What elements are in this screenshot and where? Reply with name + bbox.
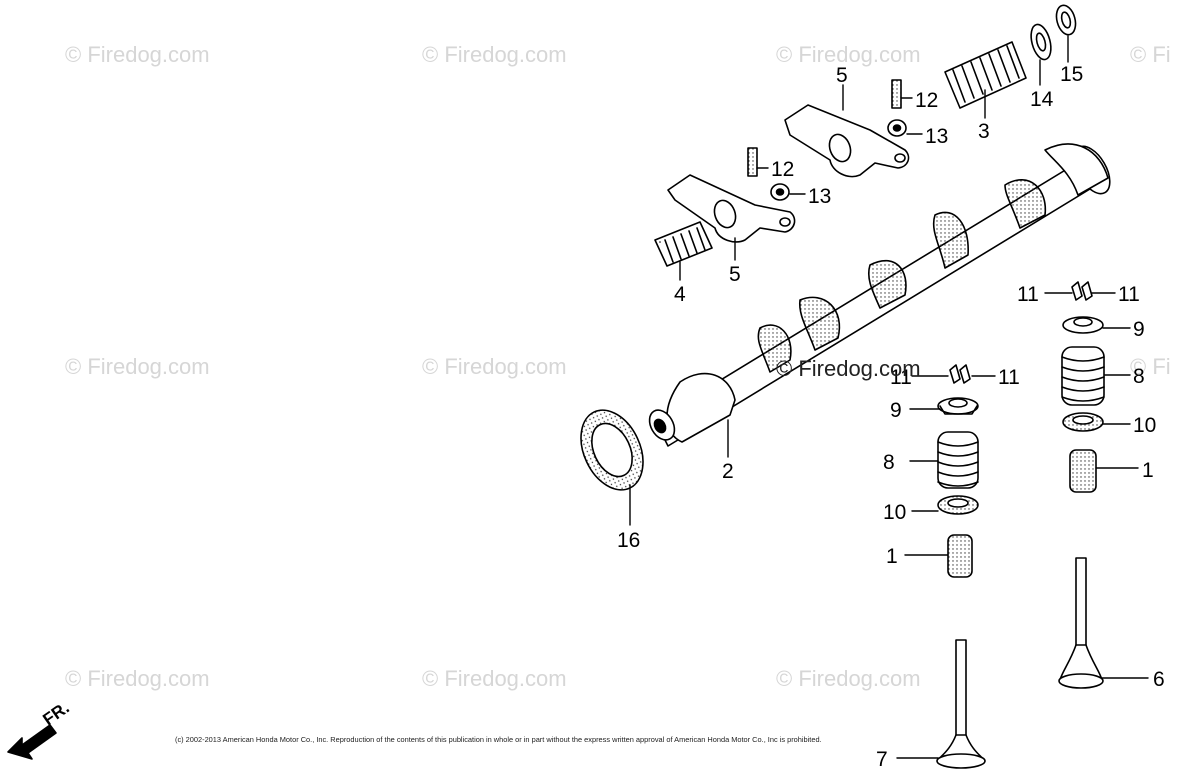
callout-9: 9 bbox=[890, 399, 902, 422]
copyright-notice: (c) 2002-2013 American Honda Motor Co., … bbox=[175, 735, 822, 744]
callout-11: 11 bbox=[1118, 283, 1140, 306]
callout-10: 10 bbox=[883, 501, 906, 524]
watermark: © Firedog.com bbox=[776, 666, 921, 691]
callout-2: 2 bbox=[722, 460, 734, 483]
washer bbox=[1030, 4, 1077, 61]
callout-5: 5 bbox=[729, 263, 741, 286]
watermark: © Fi bbox=[1130, 354, 1171, 379]
callout-10: 10 bbox=[1133, 414, 1156, 437]
callout-16: 16 bbox=[617, 529, 640, 552]
valve-spring-stack bbox=[1061, 281, 1105, 493]
callout-8: 8 bbox=[883, 451, 895, 474]
callout-13: 13 bbox=[925, 125, 948, 148]
front-label: FR. bbox=[39, 698, 72, 729]
rocker-spring bbox=[654, 221, 713, 267]
rocker-spring bbox=[944, 41, 1027, 109]
watermark-center: © Firedog.com bbox=[776, 356, 921, 381]
watermark: © Firedog.com bbox=[422, 666, 567, 691]
lock-nut bbox=[770, 119, 907, 201]
callout-11: 11 bbox=[890, 366, 912, 389]
rocker-arm bbox=[784, 104, 910, 178]
watermark: © Firedog.com bbox=[422, 354, 567, 379]
oil-seal bbox=[580, 409, 644, 491]
callout-11: 11 bbox=[1017, 283, 1039, 306]
callout-8: 8 bbox=[1133, 365, 1145, 388]
callouts: 16 2 4 5 5 12 13 12 13 3 14 15 11 11 9 8… bbox=[39, 63, 1164, 771]
watermark: © Firedog.com bbox=[65, 42, 210, 67]
callout-9: 9 bbox=[1133, 318, 1145, 341]
callout-12: 12 bbox=[915, 89, 938, 112]
watermark: © Firedog.com bbox=[422, 42, 567, 67]
valve bbox=[1058, 557, 1104, 689]
valve-spring-stack bbox=[937, 364, 979, 578]
callout-1: 1 bbox=[1142, 459, 1154, 482]
watermark: © Firedog.com bbox=[65, 666, 210, 691]
callout-11: 11 bbox=[998, 366, 1020, 389]
callout-15: 15 bbox=[1060, 63, 1083, 86]
callout-3: 3 bbox=[978, 120, 990, 143]
callout-4: 4 bbox=[674, 283, 686, 306]
adjusting-screw bbox=[747, 79, 902, 177]
front-direction-arrow bbox=[7, 724, 57, 760]
watermark: © Firedog.com bbox=[776, 42, 921, 67]
callout-14: 14 bbox=[1030, 88, 1054, 111]
leader-lines bbox=[629, 35, 1149, 759]
watermark: © Fi bbox=[1130, 42, 1171, 67]
callout-13: 13 bbox=[808, 185, 831, 208]
callout-5: 5 bbox=[836, 64, 848, 87]
callout-7: 7 bbox=[876, 748, 888, 771]
callout-12: 12 bbox=[771, 158, 794, 181]
watermark: © Firedog.com bbox=[65, 354, 210, 379]
callout-6: 6 bbox=[1153, 668, 1165, 691]
camshaft bbox=[648, 143, 1111, 447]
rocker-arm bbox=[667, 174, 796, 243]
callout-1: 1 bbox=[886, 545, 898, 568]
valve bbox=[936, 639, 986, 769]
